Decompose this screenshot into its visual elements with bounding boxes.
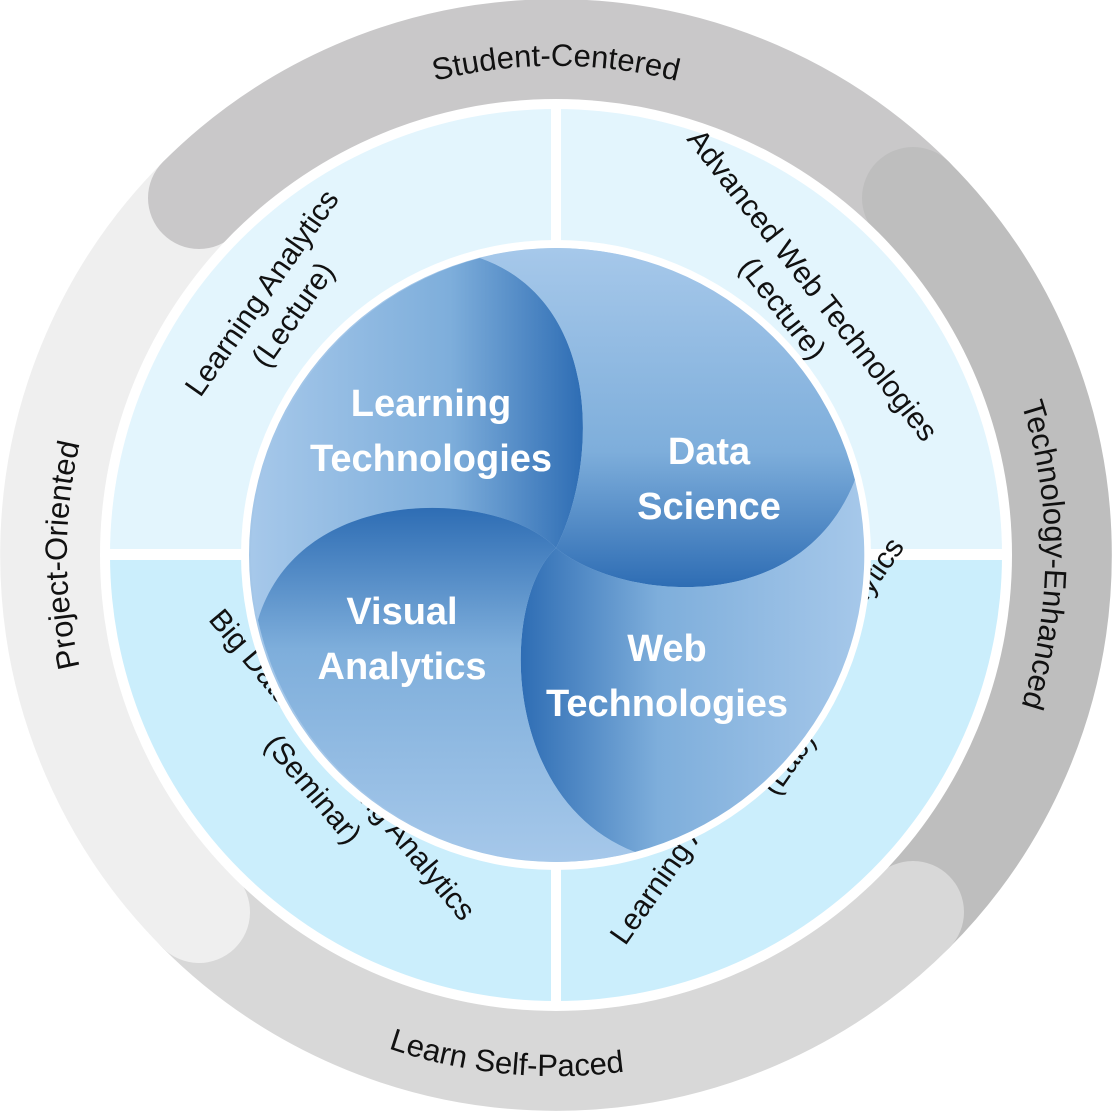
core-label-line: Technologies <box>310 438 552 480</box>
petal-visual-analytics <box>258 507 635 862</box>
core-label-line: Data <box>668 431 751 473</box>
petal-web-technologies <box>520 480 865 852</box>
ring-segment-left-cap <box>109 815 250 963</box>
core-label-data-science: Data Science <box>637 431 781 528</box>
core-label-line: Web <box>627 628 707 670</box>
core-label-visual-analytics: Visual Analytics <box>318 591 487 688</box>
ring-segment-right <box>862 147 1112 963</box>
core-label-line: Visual <box>346 591 457 633</box>
ring-segment-left <box>0 147 250 963</box>
core-label-line: Analytics <box>318 646 487 688</box>
petal-data-science <box>480 248 855 588</box>
ring-segment-bottom <box>148 861 964 1111</box>
core-label-learning-technologies: Learning Technologies <box>310 383 552 480</box>
petal-learning-technologies <box>251 258 583 620</box>
ring-segment-top <box>148 0 964 249</box>
core-label-line: Learning <box>351 383 511 425</box>
core-label-line: Technologies <box>546 683 788 725</box>
core-label-web-technologies: Web Technologies <box>546 628 788 725</box>
core-label-line: Science <box>637 486 781 528</box>
